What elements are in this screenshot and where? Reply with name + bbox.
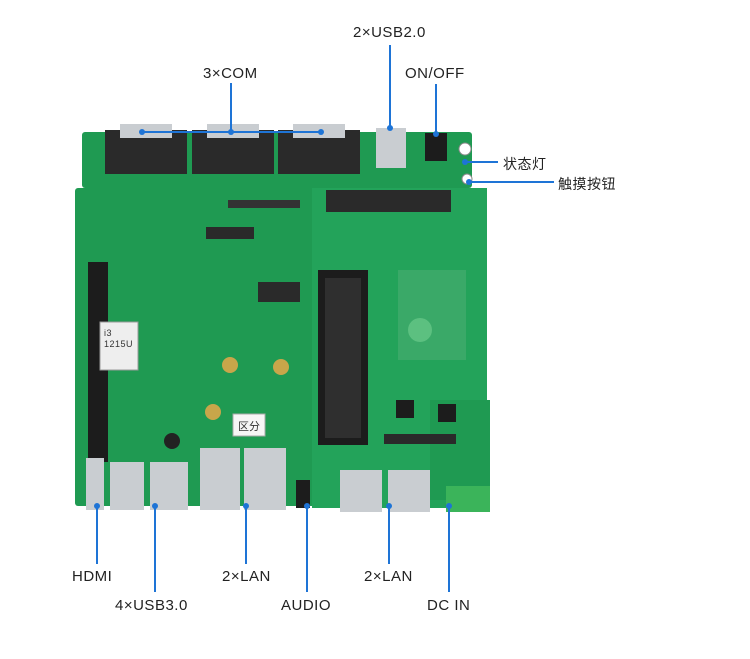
lan-port-3 (340, 470, 382, 512)
lan-left-label: 2×LAN (222, 568, 271, 585)
usb3-port-2 (150, 462, 188, 510)
hdmi-label: HDMI (72, 568, 113, 585)
m2-slot (258, 282, 300, 302)
status-led-shape (458, 142, 472, 156)
buzzer (164, 433, 180, 449)
board-to-board-connector (326, 190, 451, 212)
com-label: 3×COM (203, 65, 258, 82)
hdmi-port (86, 458, 104, 510)
usb2-label: 2×USB2.0 (353, 24, 426, 41)
handwritten-sticker (232, 413, 266, 437)
lan-port-4 (388, 470, 430, 512)
usb2-connector (376, 128, 406, 168)
mount-hole (273, 359, 289, 375)
pin-header (228, 200, 300, 208)
cpu-label-sticker (99, 321, 139, 371)
usb3-label: 4×USB3.0 (115, 597, 188, 614)
lan-port-2 (244, 448, 286, 510)
onoff-label: ON/OFF (405, 65, 465, 82)
m2-slot-2 (206, 227, 254, 239)
fpc-connector (384, 434, 456, 444)
dc-in-label: DC IN (427, 597, 471, 614)
dc-in-terminal (446, 486, 490, 512)
callout-lines (96, 45, 554, 592)
so-dimm-slot (88, 262, 108, 462)
com-port-2 (192, 124, 274, 174)
sticker-text: 区分 (238, 420, 260, 433)
chip (396, 400, 414, 418)
mount-hole (222, 357, 238, 373)
audio-label: AUDIO (281, 597, 332, 614)
touch-button-label: 触摸按钮 (558, 177, 616, 193)
lan-right-label: 2×LAN (364, 568, 413, 585)
usb3-port-1 (110, 462, 144, 510)
heatsink-area (398, 270, 466, 360)
onoff-switch (425, 133, 447, 161)
cpu-chip-label: i3 1215U (104, 328, 134, 349)
mount-hole (205, 404, 221, 420)
audio-jack (296, 480, 310, 508)
lan-port-1 (200, 448, 240, 510)
callout-dots (94, 125, 472, 509)
status-led-label: 状态灯 (503, 157, 547, 173)
chip (438, 404, 456, 422)
